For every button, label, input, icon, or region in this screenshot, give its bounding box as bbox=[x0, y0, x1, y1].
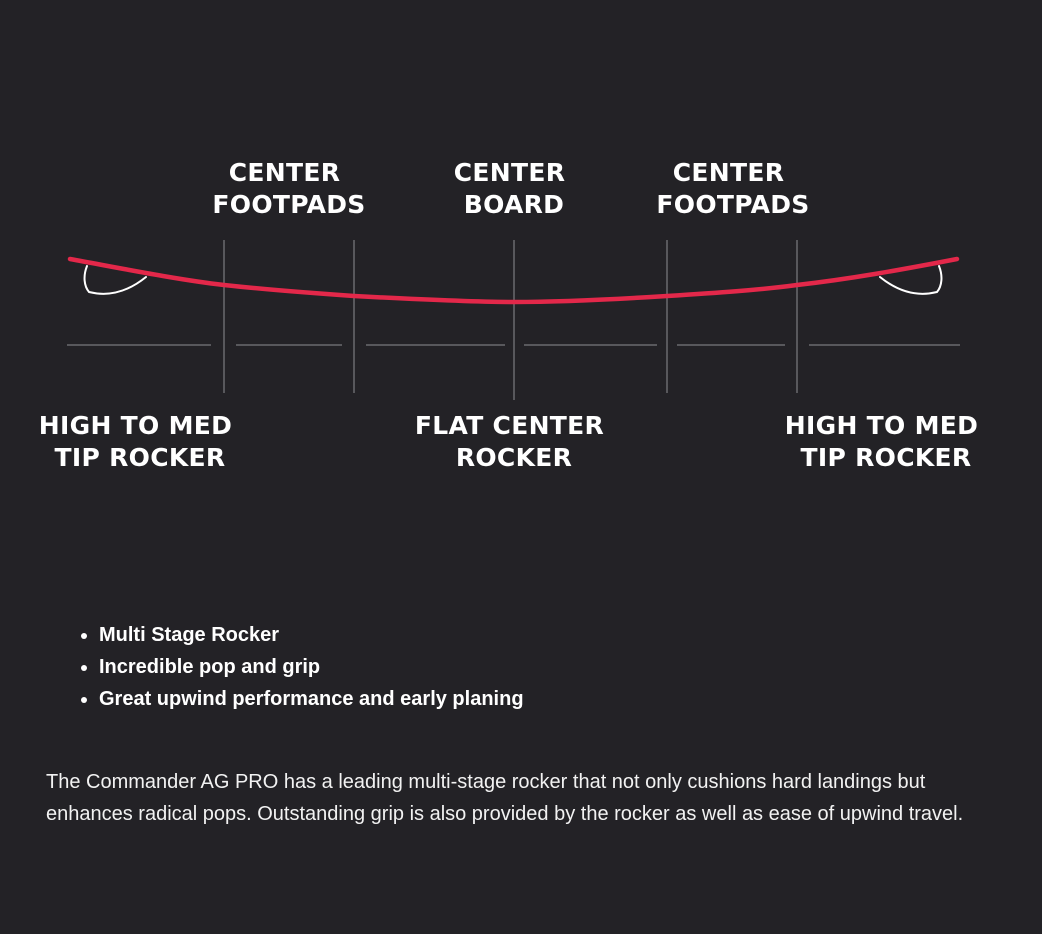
bottom-label-left: HIGH TO MED TIP ROCKER bbox=[39, 411, 241, 472]
rocker-line bbox=[67, 256, 960, 305]
bottom-label-right-line1: HIGH TO MED bbox=[785, 411, 978, 440]
description-paragraph: The Commander AG PRO has a leading multi… bbox=[46, 771, 964, 825]
bottom-label-right: HIGH TO MED TIP ROCKER bbox=[785, 411, 987, 472]
top-label-center-line1: CENTER bbox=[454, 158, 566, 187]
rocker-diagram: CENTER FOOTPADS CENTER BOARD CENTER FOOT… bbox=[39, 158, 987, 472]
top-label-center: CENTER BOARD bbox=[454, 158, 575, 219]
bottom-label-left-line1: HIGH TO MED bbox=[39, 411, 232, 440]
feature-item-1: Multi Stage Rocker bbox=[99, 619, 524, 651]
fin-right-icon bbox=[879, 265, 943, 295]
bottom-label-center: FLAT CENTER ROCKER bbox=[415, 411, 613, 472]
top-label-right-line2: FOOTPADS bbox=[656, 190, 809, 219]
bottom-label-center-line1: FLAT CENTER bbox=[415, 411, 604, 440]
feature-list: Multi Stage Rocker Incredible pop and gr… bbox=[46, 619, 524, 715]
top-label-center-line2: BOARD bbox=[464, 190, 565, 219]
bottom-label-left-line2: TIP ROCKER bbox=[55, 443, 226, 472]
feature-item-3: Great upwind performance and early plani… bbox=[99, 683, 524, 715]
top-label-left-line1: CENTER bbox=[229, 158, 341, 187]
fin-left-icon bbox=[83, 265, 147, 295]
feature-item-2: Incredible pop and grip bbox=[99, 651, 524, 683]
top-label-left: CENTER FOOTPADS bbox=[212, 158, 365, 219]
bottom-label-right-line2: TIP ROCKER bbox=[801, 443, 972, 472]
top-label-left-line2: FOOTPADS bbox=[212, 190, 365, 219]
bottom-label-center-line2: ROCKER bbox=[456, 443, 572, 472]
top-label-right: CENTER FOOTPADS bbox=[656, 158, 809, 219]
top-label-right-line1: CENTER bbox=[673, 158, 785, 187]
